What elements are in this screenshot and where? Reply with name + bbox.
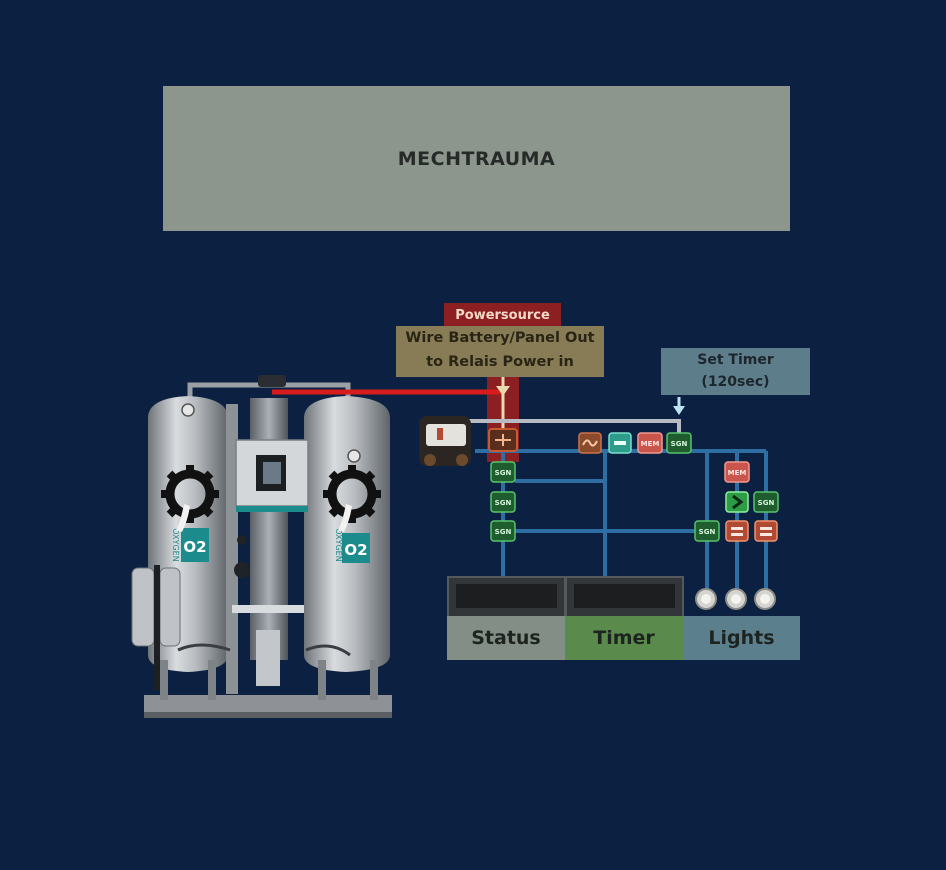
status-label: Status xyxy=(447,616,565,660)
battery-device xyxy=(419,416,471,466)
subtract-component xyxy=(608,432,632,454)
right-tank-badge: O2 xyxy=(344,541,367,559)
svg-text:SGN: SGN xyxy=(495,499,512,507)
powersource-label: Powersource xyxy=(444,303,561,327)
timer-label: Timer xyxy=(565,616,683,660)
light-bulb-1 xyxy=(695,588,717,610)
timer-note-line2: (120sec) xyxy=(701,374,770,390)
greater-than-component xyxy=(725,491,749,513)
left-tank-badge: O2 xyxy=(183,538,206,556)
right-tank-label: OXYGEN xyxy=(334,528,343,561)
equals-component-1 xyxy=(725,520,749,542)
svg-text:SGN: SGN xyxy=(671,440,688,448)
wire-instruction-note: Wire Battery/Panel Out to Relais Power i… xyxy=(396,326,604,377)
svg-text:MEM: MEM xyxy=(728,469,747,477)
wire-note-line2: to Relais Power in xyxy=(426,354,574,370)
lights-signal-left: SGN xyxy=(694,520,720,542)
title-banner: MECHTRAUMA xyxy=(163,86,790,231)
svg-text:SGN: SGN xyxy=(758,499,775,507)
light-bulb-2 xyxy=(725,588,747,610)
set-timer-note: Set Timer (120sec) xyxy=(661,348,810,395)
timer-display-screen xyxy=(565,576,684,618)
status-signal-3: SGN xyxy=(490,520,516,542)
memory-label-top: MEM xyxy=(641,440,660,448)
lights-label: Lights xyxy=(683,616,800,660)
timer-note-line1: Set Timer xyxy=(697,352,774,368)
relay-component xyxy=(488,428,518,452)
svg-text:SGN: SGN xyxy=(495,469,512,477)
lights-memory-component: MEM xyxy=(724,461,750,483)
timer-signal-component: SGN xyxy=(666,432,692,454)
right-tank: O2 OXYGEN xyxy=(304,396,390,672)
wire-note-line1: Wire Battery/Panel Out xyxy=(405,330,595,346)
status-display-screen xyxy=(447,576,566,618)
oxygen-generator: O2 OXYGEN O2 OXYGEN xyxy=(131,375,392,718)
svg-text:SGN: SGN xyxy=(699,528,716,536)
lights-signal-right: SGN xyxy=(753,491,779,513)
svg-text:SGN: SGN xyxy=(495,528,512,536)
signal-wires xyxy=(475,449,768,590)
light-bulb-3 xyxy=(754,588,776,610)
left-tank-label: OXYGEN xyxy=(171,528,180,561)
right-gear-icon xyxy=(323,465,381,532)
equals-component-2 xyxy=(754,520,778,542)
timer-wire xyxy=(468,419,681,437)
memory-component: MEM xyxy=(637,432,663,454)
banner-title: MECHTRAUMA xyxy=(397,147,556,170)
status-signal-1: SGN xyxy=(490,461,516,483)
left-gear-icon xyxy=(161,465,219,532)
status-signal-2: SGN xyxy=(490,491,516,513)
oscillator-component xyxy=(578,432,602,454)
